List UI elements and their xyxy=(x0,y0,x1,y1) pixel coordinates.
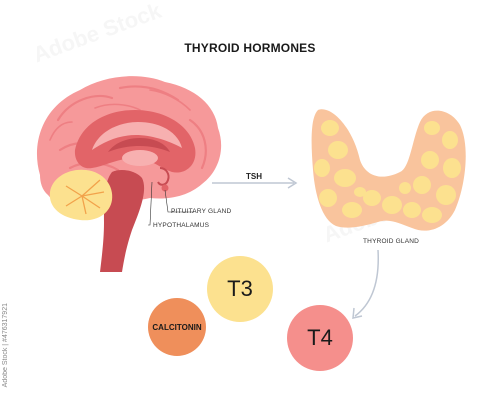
tsh-label: TSH xyxy=(246,172,262,181)
t4-circle: T4 xyxy=(287,305,353,371)
hypothalamus-label: HYPOTHALAMUS xyxy=(153,222,210,229)
calcitonin-label: CALCITONIN xyxy=(152,322,202,332)
thyroid-gland xyxy=(311,109,466,231)
page-title: THYROID HORMONES xyxy=(184,41,316,55)
pituitary-label: PITUITARY GLAND xyxy=(171,208,232,215)
curved-arrow xyxy=(354,249,379,317)
thalamus xyxy=(122,150,158,166)
t3-circle: T3 xyxy=(207,256,273,322)
thyroid-label: THYROID GLAND xyxy=(363,238,420,245)
t4-label: T4 xyxy=(307,325,333,350)
stock-id: Adobe Stock | #476317921 xyxy=(2,303,9,388)
calcitonin-circle: CALCITONIN xyxy=(148,298,206,356)
pituitary-gland xyxy=(161,184,169,192)
t3-label: T3 xyxy=(227,276,253,301)
